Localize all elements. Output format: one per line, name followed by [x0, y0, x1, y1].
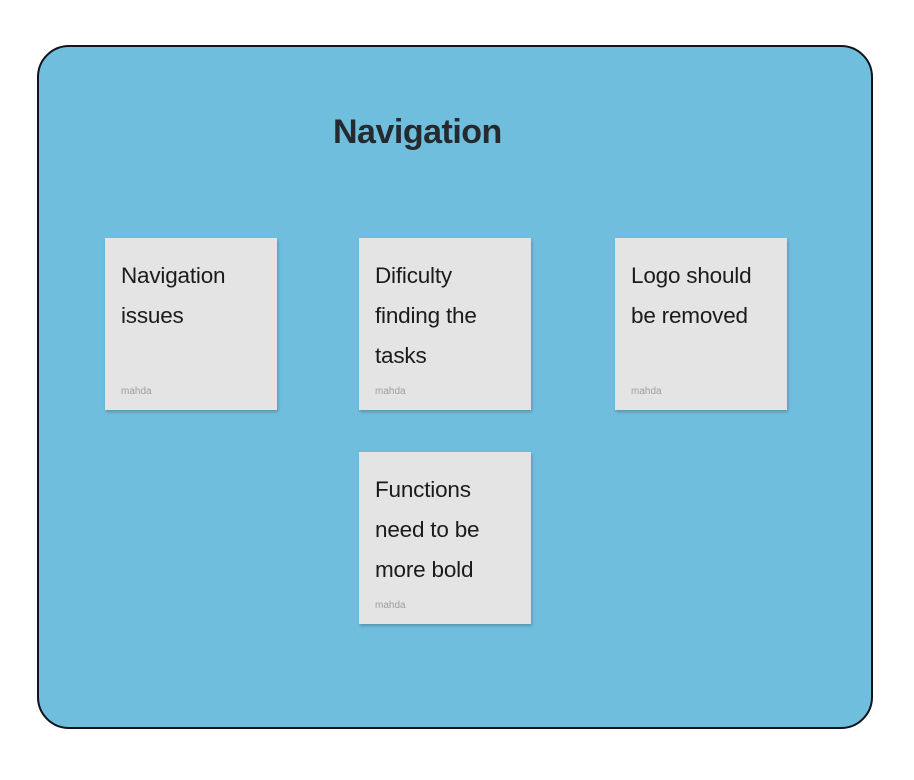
sticky-note-author: mahda	[121, 386, 152, 397]
sticky-note-text: Functions need to be more bold	[375, 477, 480, 582]
sticky-note-dificulty-finding-tasks[interactable]: Dificulty finding the tasks mahda	[359, 238, 531, 410]
sticky-note-text: Dificulty finding the tasks	[375, 263, 477, 368]
sticky-note-navigation-issues[interactable]: Navigation issues mahda	[105, 238, 277, 410]
sticky-note-functions-bold[interactable]: Functions need to be more bold mahda	[359, 452, 531, 624]
sticky-note-logo-removed[interactable]: Logo should be removed mahda	[615, 238, 787, 410]
sticky-note-author: mahda	[375, 386, 406, 397]
sticky-note-author: mahda	[631, 386, 662, 397]
sticky-note-text: Navigation issues	[121, 263, 226, 328]
section-navigation[interactable]: Navigation Navigation issues mahda Dific…	[37, 45, 873, 729]
sticky-note-author: mahda	[375, 600, 406, 611]
sticky-note-text: Logo should be removed	[631, 263, 752, 328]
section-title[interactable]: Navigation	[333, 113, 502, 151]
